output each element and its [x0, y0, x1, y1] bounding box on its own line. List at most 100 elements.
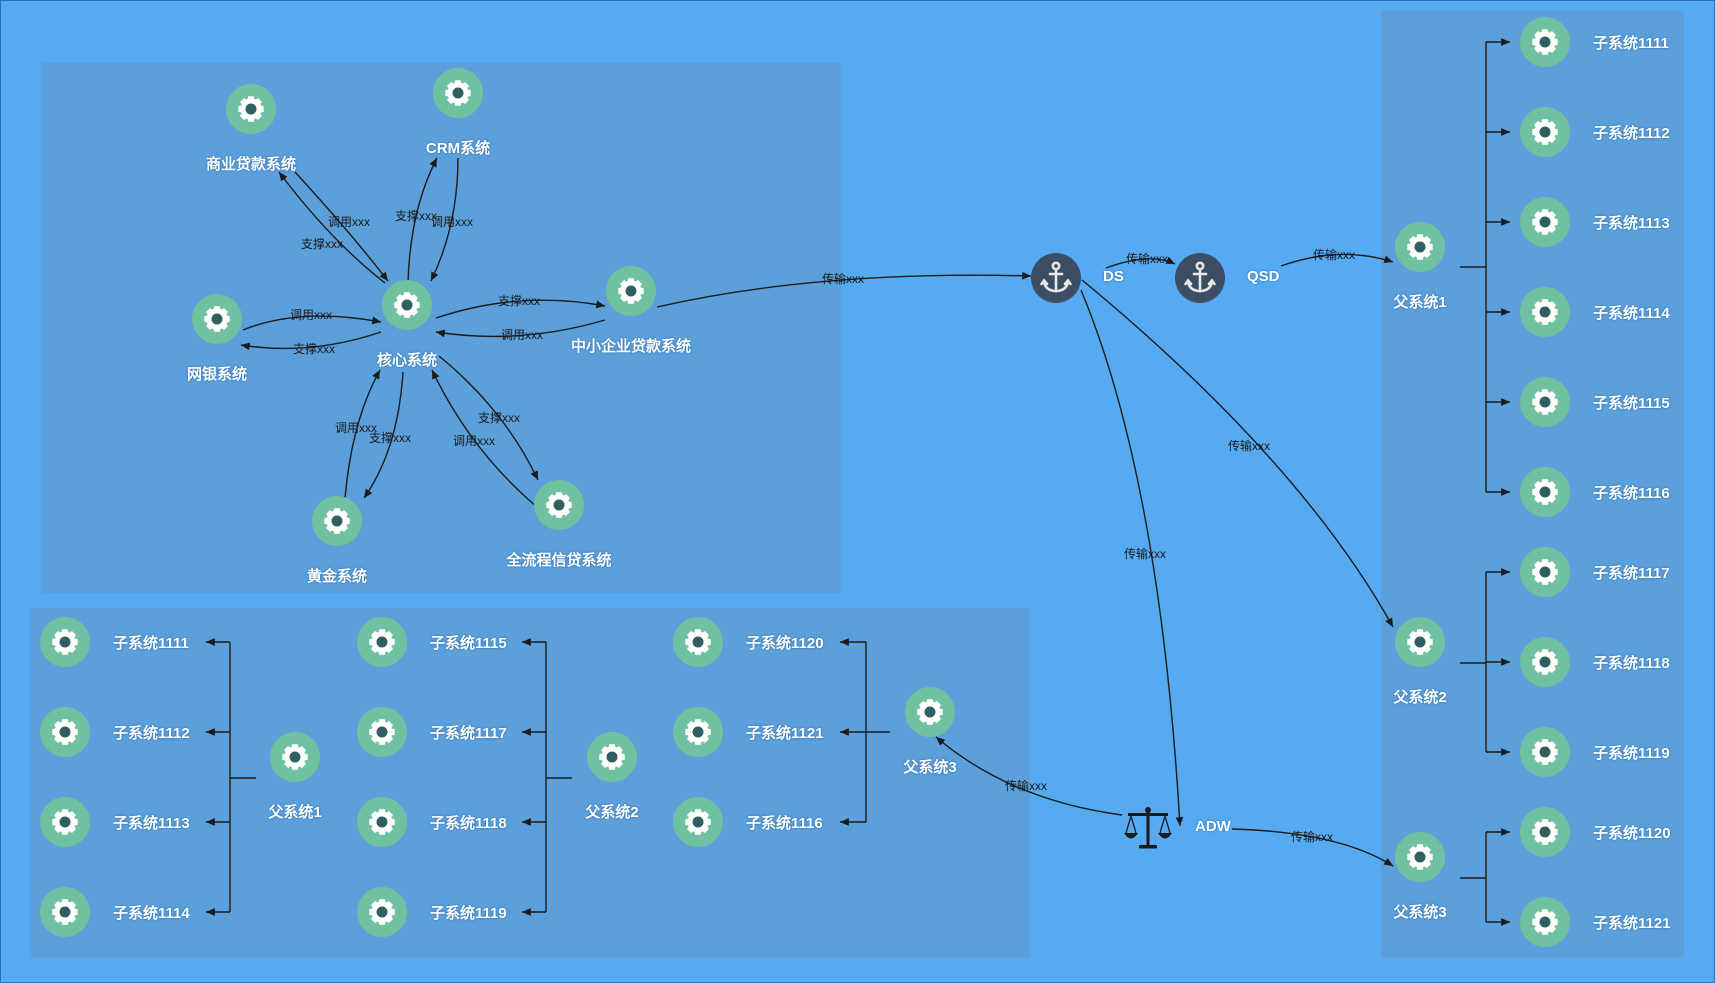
- edge-adw-to-rparent3[interactable]: [1231, 828, 1394, 867]
- edge-label-adw-rparent3: 传输xxx: [1291, 829, 1333, 844]
- node-label: 父系统1: [1393, 294, 1447, 311]
- edge-label-fullcredit-support: 支撑xxx: [478, 410, 520, 425]
- gear-icon: [1520, 547, 1570, 597]
- node-label: 父系统3: [903, 759, 957, 776]
- tree-right-parent1: [1460, 38, 1510, 496]
- node-label: 子系统1120: [1593, 825, 1671, 842]
- gear-icon: [312, 496, 362, 546]
- edge-label-crm-call: 调用xxx: [431, 215, 473, 229]
- gear-icon: [1520, 637, 1570, 687]
- edge-gold-to-core[interactable]: [344, 369, 381, 499]
- tree-right-parent3: [1460, 828, 1510, 926]
- edge-adw-to-bparent3[interactable]: [935, 736, 1123, 816]
- node-label: 子系统1116: [1593, 485, 1670, 502]
- node-label: 父系统2: [585, 804, 639, 821]
- edge-online-to-core[interactable]: [242, 315, 382, 331]
- node-label: 子系统1121: [1593, 915, 1671, 932]
- node-label: 黄金系统: [306, 568, 368, 585]
- edge-label-gold-call: 调用xxx: [335, 421, 377, 435]
- node-label: 子系统1115: [430, 635, 507, 652]
- edge-qsd-to-parent1[interactable]: [1280, 253, 1394, 267]
- gear-icon: [1520, 377, 1570, 427]
- edge-label-online-support: 支撑xxx: [293, 341, 335, 356]
- edge-label-ds-parent2: 传输xxx: [1228, 438, 1270, 453]
- edge-label-qsd-parent1: 传输xxx: [1313, 247, 1355, 262]
- node-label: 子系统1121: [746, 725, 824, 742]
- gear-icon: [433, 68, 483, 118]
- gear-icon: [357, 707, 407, 757]
- gear-icon: [1520, 17, 1570, 67]
- edge-crm-to-core[interactable]: [430, 157, 459, 282]
- gear-icon: [1395, 832, 1445, 882]
- edge-label-ds-qsd: 传输xxx: [1126, 251, 1168, 266]
- gear-icon: [606, 266, 656, 316]
- node-label: 商业贷款系统: [205, 156, 297, 173]
- edge-label-commercial-call: 调用xxx: [328, 215, 370, 229]
- gear-icon: [1520, 287, 1570, 337]
- gear-icon: [587, 732, 637, 782]
- edge-ds-to-adw[interactable]: [1080, 289, 1184, 827]
- balance-scale-icon: [1120, 800, 1176, 856]
- edge-core-to-online[interactable]: [240, 331, 382, 351]
- edge-label-gold-support: 支撑xxx: [369, 430, 411, 445]
- gear-icon: [1520, 467, 1570, 517]
- edge-ds-to-parent2[interactable]: [1081, 279, 1394, 628]
- node-label: 父系统3: [1393, 904, 1447, 921]
- node-label: 核心系统: [376, 352, 438, 369]
- edge-core-to-fullcredit[interactable]: [438, 355, 539, 481]
- edge-label-online-call: 调用xxx: [290, 308, 332, 322]
- node-label: 子系统1111: [113, 635, 189, 652]
- gear-icon: [382, 280, 432, 330]
- anchor-icon: [1031, 253, 1081, 303]
- gear-icon: [673, 707, 723, 757]
- gear-icon: [1520, 107, 1570, 157]
- edge-label-commercial-support: 支撑xxx: [301, 236, 343, 251]
- panel-core-group: [41, 63, 841, 593]
- node-label: 子系统1112: [1593, 125, 1670, 142]
- gear-icon: [1520, 727, 1570, 777]
- gear-icon: [1395, 222, 1445, 272]
- edge-ds-to-qsd[interactable]: [1105, 256, 1176, 269]
- node-label: 中小企业贷款系统: [570, 338, 692, 355]
- gear-icon: [40, 707, 90, 757]
- node-label: 网银系统: [186, 366, 248, 383]
- node-label: ADW: [1195, 818, 1231, 835]
- node-label: 子系统1117: [430, 725, 507, 742]
- node-label: 子系统1116: [746, 815, 823, 832]
- node-label: 父系统1: [268, 804, 322, 821]
- node-label: 子系统1113: [1593, 215, 1670, 232]
- edge-sme-to-core[interactable]: [435, 319, 606, 338]
- edge-label-sme-support: 支撑xxx: [498, 293, 540, 308]
- edge-core-to-crm[interactable]: [407, 157, 438, 284]
- gear-icon: [40, 617, 90, 667]
- gear-icon: [270, 732, 320, 782]
- node-label: 子系统1120: [746, 635, 824, 652]
- edge-label-ds-adw: 传输xxx: [1124, 546, 1166, 561]
- edge-fullcredit-to-core[interactable]: [431, 369, 538, 508]
- edge-label-adw-bparent3: 传输xxx: [1005, 778, 1047, 793]
- edge-commercial-to-core[interactable]: [294, 171, 389, 282]
- node-label: 子系统1114: [1593, 305, 1670, 322]
- gear-icon: [534, 480, 584, 530]
- edge-core-to-sme[interactable]: [435, 299, 606, 319]
- node-label: 父系统2: [1393, 689, 1447, 706]
- gear-icon: [1395, 617, 1445, 667]
- edge-sme-to-ds[interactable]: [656, 271, 1032, 308]
- gear-icon: [40, 797, 90, 847]
- node-label: 子系统1119: [430, 905, 507, 922]
- tree-bottom-parent3: [840, 638, 890, 826]
- edge-label-fullcredit-call: 调用xxx: [453, 434, 495, 448]
- tree-bottom-parent1: [206, 638, 256, 916]
- gear-icon: [1520, 807, 1570, 857]
- edge-core-to-commercial[interactable]: [278, 171, 386, 284]
- edge-label-sme-call: 调用xxx: [501, 328, 543, 342]
- gear-icon: [357, 617, 407, 667]
- node-label: QSD: [1247, 268, 1280, 285]
- node-label: 子系统1113: [113, 815, 190, 832]
- gear-icon: [673, 797, 723, 847]
- panel-bottom-group: [30, 608, 1030, 958]
- edge-core-to-gold[interactable]: [363, 371, 404, 499]
- gear-icon: [192, 294, 242, 344]
